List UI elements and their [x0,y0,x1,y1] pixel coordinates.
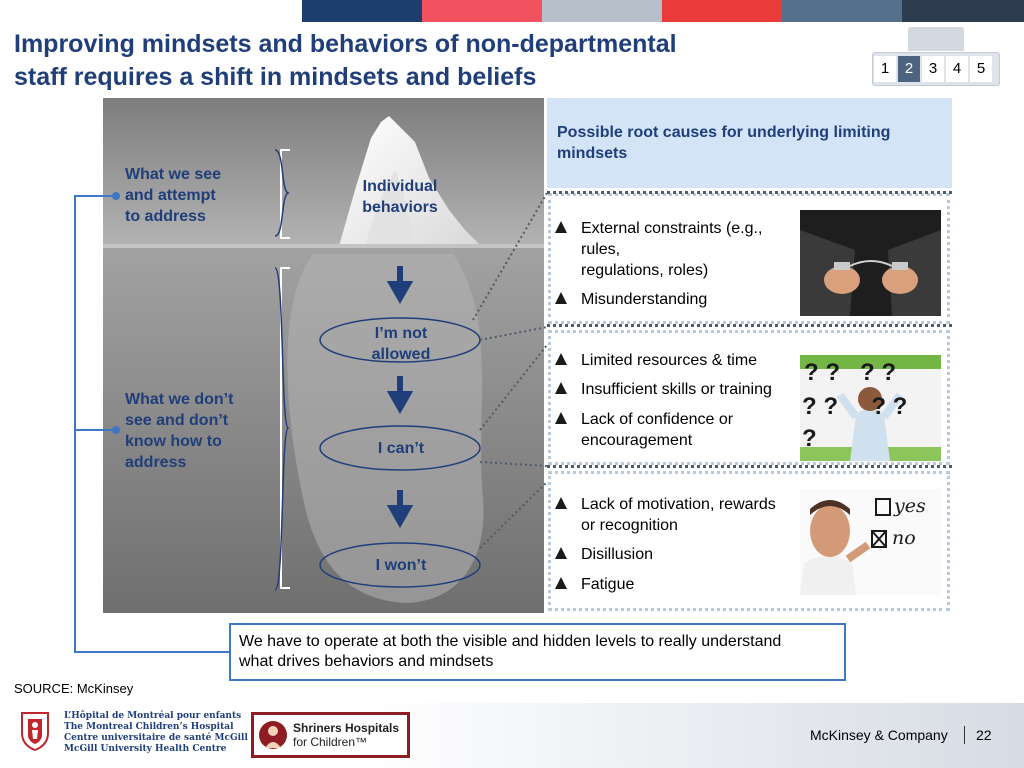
question-mark-glyphs-3: ? [802,425,817,452]
level-2-line-1: I can’t [377,440,425,457]
triangle-bullet-icon [555,382,567,394]
iceberg-brackets-arrows [280,149,481,589]
question-mark-glyphs-2: ? ? ? ? [802,393,908,420]
hospital1-line-2: The Montreal Children’s Hospital [64,722,234,732]
level-1-line-1: I’m not [374,325,428,342]
triangle-bullet-icon [555,221,567,233]
hidden-label-line-2: see and don’t [125,412,229,429]
root-cause-divider-2 [547,324,952,327]
bullet-line: Misunderstanding [581,291,708,308]
no-handwritten-text: no [892,527,916,549]
pager-page-4[interactable]: 4 [946,56,968,82]
behaviors-line-2: behaviors [362,199,438,216]
bullet-insufficient-skills: Insufficient skills or training [555,379,772,400]
company-name: McKinsey & Company [810,727,948,743]
handcuffed-hands-photo [800,210,941,316]
pager: 1 2 3 4 5 [874,56,992,82]
slide-title-line-1: Improving mindsets and behaviors of non-… [14,30,677,58]
page-number: 22 [976,727,992,743]
behaviors-line-1: Individual [362,178,438,195]
level-1-line-2: allowed [371,346,431,363]
hidden-label-line-1: What we don’t [125,391,234,408]
bullet-misunderstanding: Misunderstanding [555,289,707,310]
visible-label-line-2: and attempt [125,187,216,204]
top-strip-segment-3 [542,0,662,22]
triangle-bullet-icon [555,497,567,509]
bullet-lack-of-confidence: Lack of confidence or encouragement [555,409,733,451]
visible-level-label: What we see and attempt to address [125,164,221,227]
hidden-label-line-4: address [125,454,187,471]
level-3-line-1: I won’t [375,557,427,574]
pager-page-1[interactable]: 1 [874,56,896,82]
callout-line-2: what drives behaviors and mindsets [239,653,494,670]
source-note: SOURCE: McKinsey [14,681,134,696]
level-i-cant: I can’t [341,438,461,459]
bullet-line: Fatigue [581,576,635,593]
bullet-limited-resources: Limited resources & time [555,350,757,371]
hidden-label-line-3: know how to [125,433,222,450]
pager-top-tab [908,27,964,51]
top-strip-segment-2 [422,0,542,22]
level-im-not-allowed: I’m not allowed [341,323,461,365]
triangle-bullet-icon [555,412,567,424]
bullet-line: Insufficient skills or training [581,381,772,398]
callout-line-1: We have to operate at both the visible a… [239,633,782,650]
visible-label-line-1: What we see [125,166,222,183]
shriners-line-1: Shriners Hospitals [293,721,400,735]
bullet-external-constraints: External constraints (e.g., rules, regul… [555,218,762,281]
hospital1-line-4: McGill University Health Centre [64,744,227,754]
hospital-crest-icon [21,712,49,751]
top-strip-segment-1 [302,0,422,22]
bullet-line: Limited resources & time [581,352,758,369]
bullet-line: Lack of confidence or [581,411,734,428]
triangle-bullet-icon [555,292,567,304]
hospital1-line-3: Centre universitaire de santé McGill [64,733,248,743]
bullet-line: or recognition [581,517,678,534]
bullet-line: regulations, roles) [581,262,709,279]
level-i-wont: I won’t [341,555,461,576]
bullet-lack-of-motivation: Lack of motivation, rewards or recogniti… [555,494,776,536]
top-strip-segment-4 [662,0,782,22]
slide-title: Improving mindsets and behaviors of non-… [14,28,834,94]
yes-no-checkbox-photo: yes no [800,489,941,595]
shriners-emblem-icon [259,721,287,749]
individual-behaviors-label: Individual behaviors [340,176,460,218]
triangle-bullet-icon [555,353,567,365]
triangle-bullet-icon [555,577,567,589]
bullet-line: encouragement [581,432,693,449]
shriners-hospitals-logo: Shriners Hospitals for Children™ [251,712,410,758]
bullet-line: Lack of motivation, rewards [581,496,776,513]
hospital1-line-1: L’Hôpital de Montréal pour enfants [64,711,242,721]
pager-page-3[interactable]: 3 [922,56,944,82]
bullet-disillusion: Disillusion [555,544,653,565]
bullet-line: External constraints (e.g., [581,220,763,237]
root-causes-header: Possible root causes for underlying limi… [547,98,952,188]
root-cause-divider-1 [547,191,952,194]
hidden-level-label: What we don’t see and don’t know how to … [125,389,233,473]
visible-label-line-3: to address [125,208,206,225]
triangle-bullet-icon [555,547,567,559]
bullet-line: Disillusion [581,546,654,563]
bullet-line: rules, [581,241,621,258]
top-strip-segment-5 [782,0,902,22]
bullet-fatigue: Fatigue [555,574,634,595]
question-marks-photo: ? ? ? ? ? ? ? ? ? [800,355,941,461]
key-message-callout: We have to operate at both the visible a… [229,623,846,681]
footer-separator [964,726,965,744]
yes-handwritten-text: yes [894,495,926,517]
top-strip-segment-6 [902,0,1024,22]
shriners-line-2: for Children™ [293,735,368,749]
root-cause-divider-3 [547,465,952,468]
pager-page-5[interactable]: 5 [970,56,992,82]
question-mark-glyphs: ? ? ? ? [804,359,896,386]
montreal-childrens-hospital-logo: L’Hôpital de Montréal pour enfants The M… [18,711,248,755]
slide-title-line-2: staff requires a shift in mindsets and b… [14,63,537,91]
footer-band [0,703,1024,768]
pager-page-2-active[interactable]: 2 [898,56,920,82]
